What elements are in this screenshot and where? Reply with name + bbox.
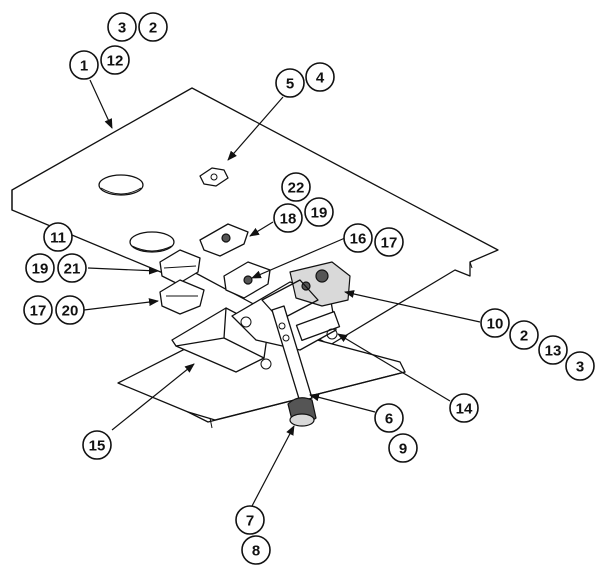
- callout-3-right: 3: [565, 351, 595, 381]
- svg-text:2: 2: [520, 328, 528, 345]
- svg-text:17: 17: [30, 303, 47, 320]
- callout-16: 16: [343, 223, 373, 253]
- svg-text:17: 17: [381, 235, 398, 252]
- callout-18: 18: [273, 203, 303, 233]
- svg-text:2: 2: [149, 20, 157, 37]
- svg-text:11: 11: [50, 230, 66, 247]
- svg-text:19: 19: [311, 205, 328, 222]
- callout-22: 22: [281, 172, 311, 202]
- callout-1: 1: [69, 50, 99, 80]
- callout-4: 4: [305, 62, 335, 92]
- callout-14: 14: [449, 393, 479, 423]
- svg-text:22: 22: [288, 180, 305, 197]
- callout-8: 8: [241, 535, 271, 565]
- callout-20: 20: [55, 295, 85, 325]
- callout-7: 7: [235, 505, 265, 535]
- svg-text:4: 4: [316, 70, 325, 87]
- callout-9: 9: [388, 433, 418, 463]
- svg-text:8: 8: [252, 543, 260, 560]
- svg-text:13: 13: [545, 343, 562, 360]
- svg-text:15: 15: [89, 438, 106, 455]
- callouts: 3 2 1 12 5 4 22 18 19 16 17 11 19 21 17 …: [23, 12, 595, 565]
- top-plate: [11, 87, 499, 346]
- svg-text:1: 1: [80, 58, 88, 75]
- callout-17-upper: 17: [374, 227, 404, 257]
- callout-17-left: 17: [23, 295, 53, 325]
- svg-text:3: 3: [118, 20, 126, 37]
- knob: [287, 397, 317, 427]
- plate-holes: [98, 174, 175, 253]
- callout-21: 21: [57, 253, 87, 283]
- svg-text:18: 18: [280, 211, 297, 228]
- svg-text:19: 19: [32, 261, 49, 278]
- svg-text:20: 20: [62, 303, 79, 320]
- callout-2-right: 2: [509, 320, 539, 350]
- svg-text:12: 12: [107, 53, 124, 70]
- callout-5: 5: [275, 68, 305, 98]
- svg-text:5: 5: [286, 76, 294, 93]
- callout-12: 12: [100, 45, 130, 75]
- callout-13: 13: [538, 335, 568, 365]
- svg-text:9: 9: [399, 441, 407, 458]
- callout-15: 15: [82, 430, 112, 460]
- svg-text:21: 21: [64, 261, 81, 278]
- callout-3-top: 3: [107, 12, 137, 42]
- callout-19-upper: 19: [304, 197, 334, 227]
- svg-text:3: 3: [576, 359, 584, 376]
- callout-10: 10: [480, 308, 510, 338]
- callout-11: 11: [43, 222, 73, 252]
- leader-lines: [83, 79, 481, 507]
- callout-19-left: 19: [25, 253, 55, 283]
- callout-2-top: 2: [138, 12, 168, 42]
- callout-6: 6: [374, 403, 404, 433]
- svg-text:16: 16: [350, 231, 367, 248]
- switch-part-upper: [199, 223, 249, 257]
- switch-part-left-lower: [159, 279, 205, 315]
- svg-text:14: 14: [456, 401, 473, 418]
- clip-part: [199, 167, 229, 187]
- switch-part-left-upper: [159, 249, 201, 285]
- svg-text:7: 7: [246, 513, 254, 530]
- svg-text:6: 6: [385, 411, 393, 428]
- svg-text:10: 10: [487, 316, 504, 333]
